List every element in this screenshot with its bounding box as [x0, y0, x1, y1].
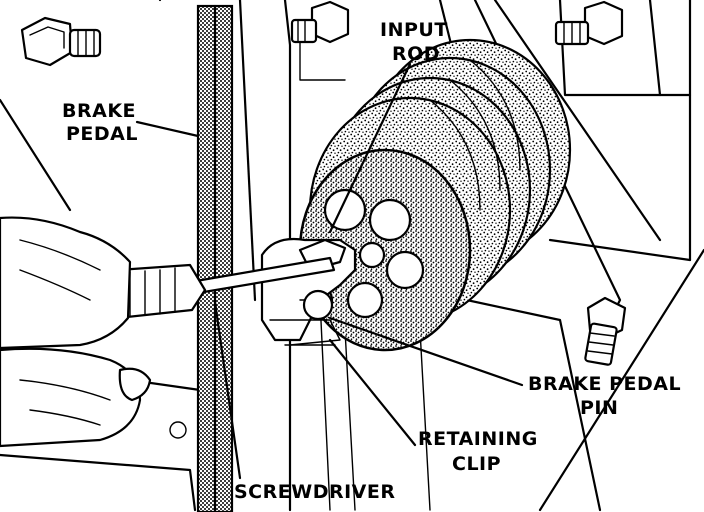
leader-brake-pedal: [135, 120, 200, 138]
leader-lines: [135, 62, 524, 480]
labels: BRAKE PEDAL INPUT ROD BRAKE PEDAL PIN RE…: [62, 19, 681, 503]
label-retaining-clip-2: CLIP: [452, 453, 501, 475]
brake-pedal-arm: [196, 4, 234, 512]
label-input-rod-1: INPUT: [380, 19, 448, 41]
label-brake-pedal-1: BRAKE: [62, 100, 136, 122]
label-brake-pedal-pin-1: BRAKE PEDAL: [528, 373, 681, 395]
hand: [0, 216, 152, 448]
label-input-rod-2: ROD: [392, 43, 440, 65]
leader-brake-pedal-pin: [328, 316, 524, 387]
leader-screwdriver: [213, 300, 242, 480]
bolt-top-left: [20, 16, 102, 67]
label-brake-pedal-pin-2: PIN: [580, 397, 618, 419]
screwdriver: [116, 256, 336, 320]
leader-retaining-clip: [328, 338, 417, 447]
label-brake-pedal-2: PEDAL: [66, 123, 138, 145]
bolt-lower-right: [584, 296, 627, 366]
label-retaining-clip-1: RETAINING: [418, 428, 538, 450]
label-screwdriver: SCREWDRIVER: [234, 481, 395, 503]
bolt-top-center: [290, 0, 350, 44]
bolt-top-right: [554, 0, 624, 46]
leader-input-rod: [328, 62, 412, 234]
